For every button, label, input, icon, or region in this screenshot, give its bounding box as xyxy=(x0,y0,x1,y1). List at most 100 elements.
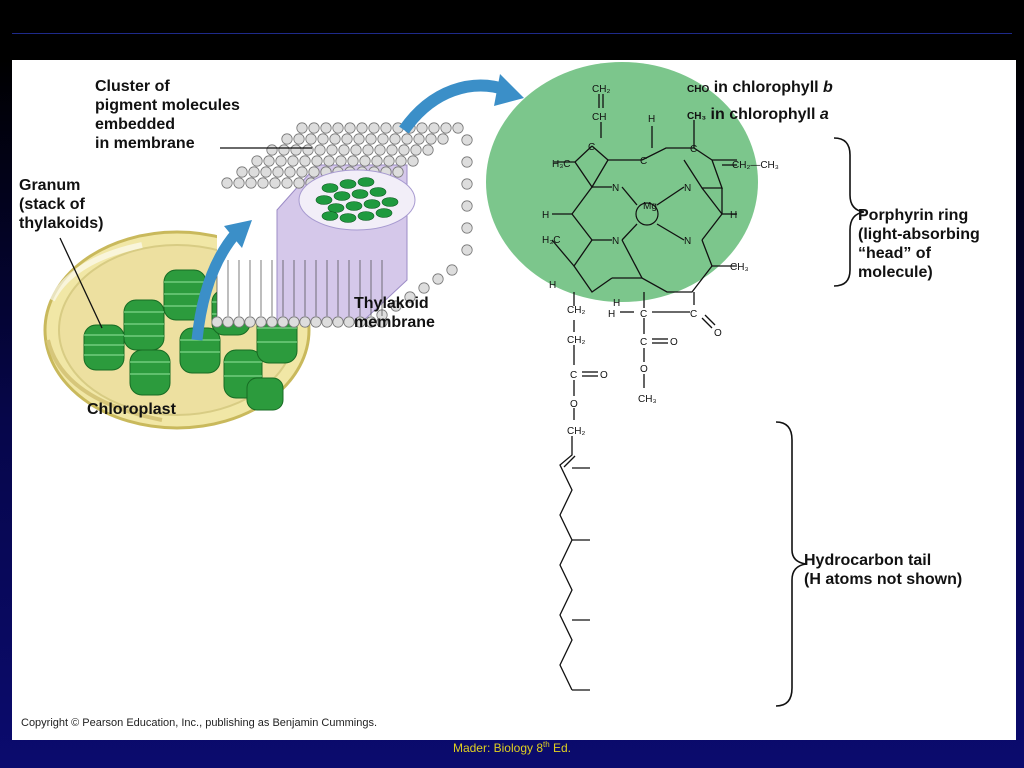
lipid-head xyxy=(233,316,245,328)
atom-label: CH₂ xyxy=(567,335,585,346)
lipid-head xyxy=(344,122,356,134)
lipid-head xyxy=(338,144,350,156)
porphyrin-brace xyxy=(833,137,865,287)
ch3-letter: a xyxy=(819,106,829,123)
lipid-head xyxy=(266,144,278,156)
lipid-head xyxy=(277,316,289,328)
lipid-head xyxy=(416,122,428,134)
cluster-label: Cluster of pigment molecules embedded in… xyxy=(95,77,240,153)
cho-letter: b xyxy=(823,79,833,96)
lipid-head xyxy=(290,144,302,156)
lipid-head xyxy=(461,200,473,212)
lipid-head xyxy=(401,133,413,145)
lipid-head xyxy=(288,316,300,328)
atom-label: H xyxy=(608,309,615,320)
atom-label: O xyxy=(570,399,578,410)
lipid-head xyxy=(332,122,344,134)
lipid-head xyxy=(272,166,284,178)
atom-label: C xyxy=(640,337,647,348)
porphyrin-line: (light-absorbing xyxy=(858,226,980,243)
lipid-head xyxy=(255,316,267,328)
lipid-head xyxy=(308,122,320,134)
lipid-head xyxy=(428,122,440,134)
lipid-head xyxy=(390,300,402,312)
lipid-head xyxy=(332,316,344,328)
lipid-head xyxy=(392,166,404,178)
lipid-head xyxy=(365,316,377,328)
atom-label: N xyxy=(684,236,691,247)
lipid-head xyxy=(269,177,281,189)
footer-sup: th xyxy=(543,740,550,749)
lipid-head xyxy=(461,134,473,146)
lipid-head xyxy=(299,155,311,167)
chlorophyll-diagram: CH₂ CH H H₃C N N CH₂—CH₃ H H H₃C N N CH₃… xyxy=(43,62,865,707)
lipid-head xyxy=(323,155,335,167)
lipid-head xyxy=(386,144,398,156)
cluster-line: embedded xyxy=(95,116,176,133)
chlorophyll-b-label: CHO in chlorophyll b xyxy=(687,78,833,99)
atom-label: CH₂ xyxy=(567,426,585,437)
lipid-head xyxy=(353,133,365,145)
lipid-head xyxy=(410,144,422,156)
atom-label: C xyxy=(588,142,595,153)
lipid-head xyxy=(293,177,305,189)
lipid-head xyxy=(347,155,359,167)
lipid-head xyxy=(244,316,256,328)
footer-tail: Ed. xyxy=(549,741,572,755)
lipid-head xyxy=(413,133,425,145)
lipid-head xyxy=(461,222,473,234)
lipid-head xyxy=(452,122,464,134)
tail-brace xyxy=(775,421,807,707)
lipid-head xyxy=(314,144,326,156)
lipid-head xyxy=(260,166,272,178)
lipid-head xyxy=(299,316,311,328)
molecule-bonds xyxy=(551,94,737,691)
lipid-head xyxy=(432,273,444,285)
lipid-head xyxy=(418,282,430,294)
atom-label: CH₃ xyxy=(638,394,657,405)
granum-label: Granum (stack of thylakoids) xyxy=(19,176,103,233)
lipid-head xyxy=(350,144,362,156)
ch3-text: in chlorophyll xyxy=(710,106,816,123)
lipid-head xyxy=(326,144,338,156)
lipid-head xyxy=(320,122,332,134)
lipid-head xyxy=(305,133,317,145)
lipid-head xyxy=(296,122,308,134)
lipid-head xyxy=(383,155,395,167)
lipid-head xyxy=(321,316,333,328)
atom-label: CH₂ xyxy=(592,84,610,95)
hydrocarbon-tail-label: Hydrocarbon tail (H atoms not shown) xyxy=(804,551,962,589)
lipid-head xyxy=(389,133,401,145)
lipid-head xyxy=(257,177,269,189)
lipid-head xyxy=(233,177,245,189)
thylakoid-membrane-block xyxy=(211,122,473,328)
lipid-head xyxy=(311,155,323,167)
atom-labels: CH₂ CH H H₃C N N CH₂—CH₃ H H H₃C N N CH₃… xyxy=(542,84,779,437)
lipid-head xyxy=(395,155,407,167)
lipid-head xyxy=(302,144,314,156)
lipid-head xyxy=(296,166,308,178)
lipid-head xyxy=(248,166,260,178)
atom-label: C xyxy=(640,156,647,167)
lipid-head xyxy=(211,316,223,328)
atom-label: CH xyxy=(592,112,606,123)
chlorophyll-a-label: CH₃ in chlorophyll a xyxy=(687,105,829,126)
porphyrin-ring-label: Porphyrin ring (light-absorbing “head” o… xyxy=(858,206,980,282)
atom-label: O xyxy=(714,328,722,339)
lipid-head xyxy=(266,316,278,328)
lipid-head xyxy=(365,133,377,145)
atom-label: CH₂ xyxy=(567,305,585,316)
atom-label: C xyxy=(570,370,577,381)
lipid-head xyxy=(329,133,341,145)
lipid-head xyxy=(310,316,322,328)
atom-label: H xyxy=(542,210,549,221)
lipid-head xyxy=(354,316,366,328)
lipid-head xyxy=(374,144,386,156)
atom-label: H xyxy=(549,280,556,291)
lipid-head xyxy=(356,122,368,134)
lipid-head xyxy=(263,155,275,167)
atom-label: N xyxy=(612,236,619,247)
lipid-head xyxy=(341,133,353,145)
atom-label: C xyxy=(690,144,697,155)
granum-line: (stack of xyxy=(19,196,85,213)
